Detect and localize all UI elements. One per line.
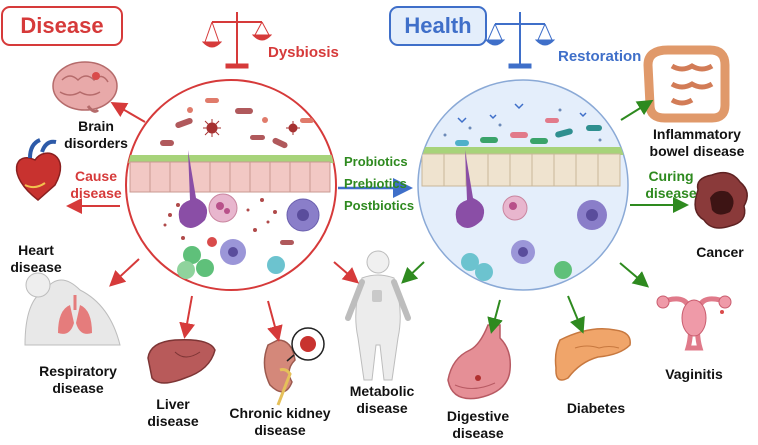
uterus-icon — [656, 295, 732, 351]
heart-disease-label: Heart disease — [10, 242, 62, 275]
disease-arrows — [66, 101, 360, 342]
body-icon — [345, 250, 411, 381]
cause-disease-label: Cause disease — [70, 168, 122, 201]
prebiotics-label: Prebiotics — [344, 176, 407, 191]
metabolic-disease-label: Metabolic disease — [349, 383, 415, 416]
brain-disorders-label: Brain disorders — [64, 118, 128, 151]
dysbiosis-label: Dysbiosis — [268, 44, 339, 61]
respiratory-disease-label: Respiratory disease — [39, 363, 117, 396]
health-header: Health — [389, 6, 487, 46]
disease-header: Disease — [1, 6, 123, 46]
digestive-disease-label: Digestive disease — [446, 408, 510, 441]
healthy-gut-circle — [417, 79, 629, 291]
curing-disease-label: Curing disease — [645, 168, 697, 201]
health-arrows — [401, 99, 689, 334]
brain-icon — [52, 61, 118, 113]
tumor-icon — [694, 171, 748, 229]
pancreas-icon — [554, 328, 631, 381]
intestine-icon — [643, 45, 730, 123]
liver-icon — [147, 338, 216, 384]
cancer-label: Cancer — [696, 244, 744, 260]
dysbiosis-gut-circle — [125, 79, 337, 291]
restoration-label: Restoration — [558, 48, 642, 65]
restoration-scale-icon — [484, 12, 556, 69]
kidney-icon — [263, 327, 325, 406]
probiotics-label: Probiotics — [344, 154, 408, 169]
inflammatory-bowel-disease-label: Inflammatory bowel disease — [649, 126, 745, 159]
chronic-kidney-disease-label: Chronic kidney disease — [229, 405, 331, 438]
stomach-icon — [447, 324, 512, 400]
diabetes-label: Diabetes — [566, 400, 626, 416]
liver-disease-label: Liver disease — [147, 396, 199, 429]
heart-icon — [15, 138, 62, 201]
respiratory-icon — [24, 272, 121, 346]
postbiotics-label: Postbiotics — [344, 198, 415, 213]
dysbiosis-scale-icon — [201, 12, 273, 69]
vaginitis-label: Vaginitis — [665, 366, 723, 382]
